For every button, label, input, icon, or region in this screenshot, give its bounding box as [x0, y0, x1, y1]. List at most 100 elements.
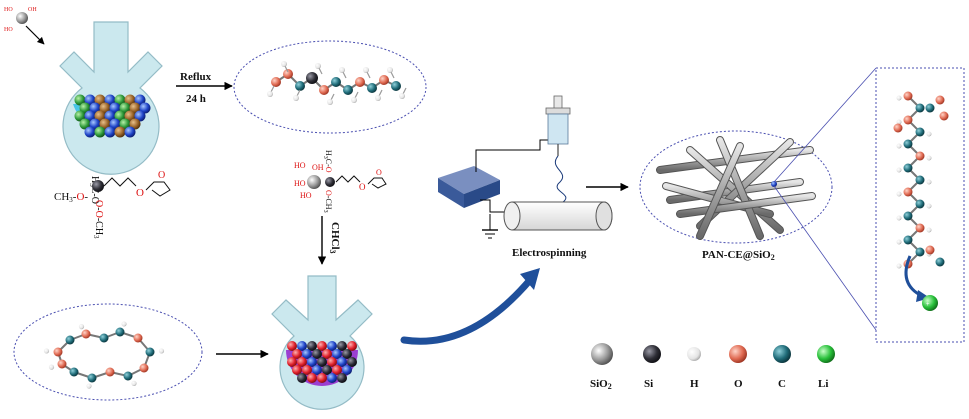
atom [903, 211, 913, 221]
bead [124, 94, 136, 106]
bead [342, 349, 352, 359]
epoxide-o-1: O [158, 170, 165, 181]
atom [87, 373, 97, 383]
atom [903, 139, 913, 149]
crosslinked-molecule-ellipse [13, 303, 203, 401]
atom [896, 263, 902, 269]
bead [317, 357, 327, 367]
atom [925, 245, 935, 255]
oh-label-1: OH [28, 7, 37, 13]
bead [302, 365, 312, 375]
lithium-ion [922, 295, 938, 311]
ether-o-2: O [359, 182, 366, 192]
atom [123, 371, 133, 381]
bead [124, 110, 136, 122]
atom [375, 95, 381, 101]
bead [307, 357, 317, 367]
atom [363, 67, 369, 73]
bead [89, 118, 101, 130]
bead [307, 341, 317, 351]
atom [926, 131, 932, 137]
reflux-label: Reflux [180, 71, 212, 83]
atom [339, 67, 345, 73]
atom [281, 61, 287, 67]
legend-swatch-li [817, 345, 835, 363]
nanofiber-membrane [656, 136, 816, 240]
si-atom-2 [325, 177, 335, 187]
silica-particle-small: HO OH HO [4, 7, 37, 33]
grafted-silane-molecule [267, 61, 407, 105]
atom [343, 85, 353, 95]
atom [379, 75, 389, 85]
atom [78, 324, 85, 330]
bead [114, 126, 126, 138]
reaction-flask-2 [271, 275, 373, 410]
bead [287, 341, 297, 351]
bead [129, 118, 141, 130]
och3-vertical-2: O-CH3 [322, 190, 333, 213]
atom [903, 187, 913, 197]
add-silica-arrow [25, 25, 45, 45]
polymer-jet [555, 155, 567, 205]
bead [119, 118, 131, 130]
bead [99, 118, 111, 130]
bead [89, 102, 101, 114]
atom [306, 72, 318, 84]
atom [935, 257, 945, 267]
bead [312, 365, 322, 375]
bead [327, 373, 337, 383]
bead [317, 341, 327, 351]
atom [926, 203, 932, 209]
atom [926, 227, 932, 233]
atom [896, 167, 902, 173]
atom [65, 335, 75, 345]
bead [292, 349, 302, 359]
bead [322, 349, 332, 359]
bead [327, 357, 337, 367]
molecular-zoom-box [875, 67, 965, 343]
atom [925, 103, 935, 113]
atom [915, 127, 925, 137]
grafted-molecule-ellipse [233, 40, 427, 134]
atom [319, 85, 329, 95]
atom [351, 97, 357, 103]
atom [893, 123, 903, 133]
bead [347, 357, 357, 367]
atom [896, 95, 902, 101]
atom [267, 91, 273, 97]
legend-label-si: Si [644, 378, 653, 390]
silane-formula-1: H3C-O CH3-O- O O O-O-CH3 [54, 170, 171, 239]
atom [896, 143, 902, 149]
atom [283, 69, 293, 79]
bead [302, 349, 312, 359]
li-ion-text: + [926, 302, 930, 308]
atom [903, 163, 913, 173]
bead [342, 365, 352, 375]
h3co-vertical-2: H3C-O [322, 150, 333, 173]
ho-label-1: HO [4, 7, 13, 13]
bead [134, 94, 146, 106]
silica-core-2 [307, 175, 321, 189]
bead [317, 373, 327, 383]
atom [43, 348, 50, 354]
bead [74, 110, 86, 122]
bead [94, 110, 106, 122]
atom [105, 367, 115, 377]
crosslinked-silane-molecule [43, 321, 165, 389]
electrospinning-setup [438, 95, 613, 239]
legend-label-o: O [734, 378, 743, 390]
polymer-chain-molecule [893, 91, 949, 269]
reflux-time-label: 24 h [186, 93, 206, 105]
legend-label-c: C [778, 378, 786, 390]
atom [391, 81, 401, 91]
to-electrospinning-arrow [400, 276, 534, 345]
bead [139, 102, 151, 114]
ch3-label-1: CH3-O- [54, 191, 88, 204]
bead [74, 94, 86, 106]
bead [79, 102, 91, 114]
bead [109, 102, 121, 114]
bead [297, 341, 307, 351]
atom [81, 329, 91, 339]
atom [295, 81, 305, 91]
atom [158, 348, 165, 354]
